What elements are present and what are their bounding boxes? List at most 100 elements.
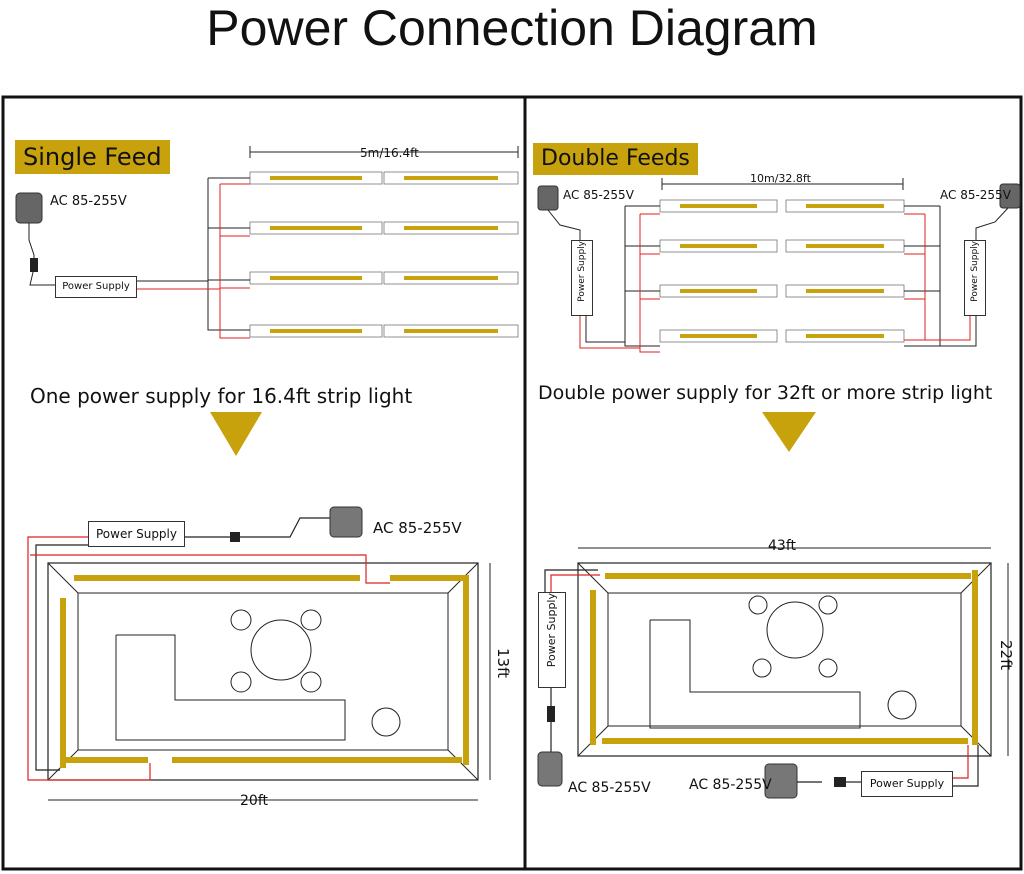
plug-icon [834, 777, 846, 787]
led-strip-band [404, 176, 498, 180]
wire [579, 314, 640, 349]
right-power-supply-right: Power Supply [964, 240, 986, 316]
left-room-width-label: 20ft [240, 793, 268, 809]
left-room-strip-right [463, 575, 469, 765]
left-room-strip-bottom [66, 757, 148, 763]
right-room-strip-left [590, 590, 596, 745]
right-ps-right-label: Power Supply [970, 241, 980, 302]
chair-icon [818, 658, 838, 678]
led-strip-band [806, 334, 884, 338]
right-room-inner-wall [607, 592, 962, 727]
right-room-power-supply-bottom: Power Supply [861, 771, 953, 797]
right-room-corner [577, 562, 609, 594]
led-strip-band [680, 244, 757, 248]
led-strip-band [270, 329, 362, 333]
double-feeds-tag: Double Feeds [533, 143, 698, 175]
led-strip-band [680, 204, 757, 208]
right-power-supply-left: Power Supply [571, 240, 593, 316]
led-strip-band [680, 289, 757, 293]
ac-adapter-icon [15, 192, 43, 224]
led-strip-band [404, 226, 498, 230]
lamp-icon [887, 690, 917, 720]
adapter-cord [547, 209, 581, 240]
table-icon [250, 619, 312, 681]
sofa-icon [115, 634, 346, 741]
left-power-supply-label: Power Supply [62, 281, 130, 292]
wire [951, 745, 969, 779]
wire [30, 554, 390, 584]
left-room-ps-label: Power Supply [96, 527, 177, 541]
left-room-ac-label: AC 85-255V [373, 519, 462, 537]
down-arrow-icon [762, 412, 816, 452]
right-caption: Double power supply for 32ft or more str… [538, 382, 993, 404]
chair-icon [818, 595, 838, 615]
left-room-strip-left [60, 598, 66, 768]
right-ac-right-label: AC 85-255V [940, 188, 1011, 202]
right-room-height-label: 22ft [997, 640, 1015, 670]
ac-adapter-icon [764, 763, 798, 799]
right-room-strip-bottom [602, 738, 968, 744]
left-room-strip-top [74, 575, 360, 581]
led-strip-band [680, 334, 757, 338]
left-room-strip-top [390, 575, 468, 581]
left-bus-red [219, 184, 250, 339]
led-strip-band [270, 226, 362, 230]
right-room-ac-bottom-label: AC 85-255V [689, 777, 772, 793]
left-room-red-wire [27, 536, 151, 781]
right-room-power-supply-left: Power Supply [538, 592, 566, 688]
adapter-cord [28, 223, 55, 286]
led-strip-band [404, 329, 498, 333]
right-bus-black [624, 206, 660, 347]
led-strip-band [270, 276, 362, 280]
chair-icon [230, 671, 252, 693]
led-strip-band [270, 176, 362, 180]
right-ps-left-label: Power Supply [577, 241, 587, 302]
right-bus-black-r [904, 206, 941, 347]
left-room-power-supply: Power Supply [88, 521, 185, 547]
wire [940, 314, 977, 347]
chair-icon [752, 658, 772, 678]
wire [951, 745, 979, 787]
wire [925, 314, 971, 341]
right-room-ps-left-label: Power Supply [545, 593, 558, 668]
wire [240, 517, 330, 538]
chair-icon [748, 595, 768, 615]
right-ac-left-label: AC 85-255V [563, 188, 634, 202]
plug-icon [30, 258, 38, 272]
ac-adapter-icon [329, 506, 363, 538]
plug-icon [230, 532, 240, 542]
left-caption: One power supply for 16.4ft strip light [30, 384, 413, 408]
wire [585, 314, 625, 343]
single-feed-tag: Single Feed [15, 140, 170, 174]
left-length-label: 5m/16.4ft [360, 146, 419, 160]
plug-icon [547, 706, 555, 722]
chair-icon [300, 609, 322, 631]
right-room-outer-wall [577, 562, 992, 757]
left-bus-black [207, 178, 250, 331]
wire [544, 569, 598, 592]
left-room-black-wire [35, 544, 88, 771]
left-room-corner [47, 562, 79, 594]
down-arrow-icon [210, 412, 262, 456]
ac-adapter-icon [537, 751, 563, 787]
right-room-ac-left-label: AC 85-255V [568, 780, 651, 796]
chair-icon [230, 609, 252, 631]
left-power-supply: Power Supply [55, 276, 137, 298]
led-strip-band [806, 244, 884, 248]
table-icon [766, 601, 824, 659]
right-room-width-label: 43ft [768, 538, 796, 554]
led-strip-band [404, 276, 498, 280]
right-panel-border [523, 95, 1023, 871]
led-strip-band [806, 204, 884, 208]
ac-adapter-icon [537, 185, 559, 211]
right-length-label: 10m/32.8ft [750, 172, 811, 185]
right-bus-red [639, 214, 660, 353]
right-room-ps-bottom-label: Power Supply [869, 777, 945, 790]
left-room-height-label: 13ft [494, 648, 512, 678]
right-bus-red-r [904, 214, 926, 341]
right-room-strip-right [972, 570, 978, 745]
page-title: Power Connection Diagram [206, 0, 818, 56]
ac-adapter-icon [999, 183, 1021, 209]
left-room-strip-bottom [172, 757, 462, 763]
